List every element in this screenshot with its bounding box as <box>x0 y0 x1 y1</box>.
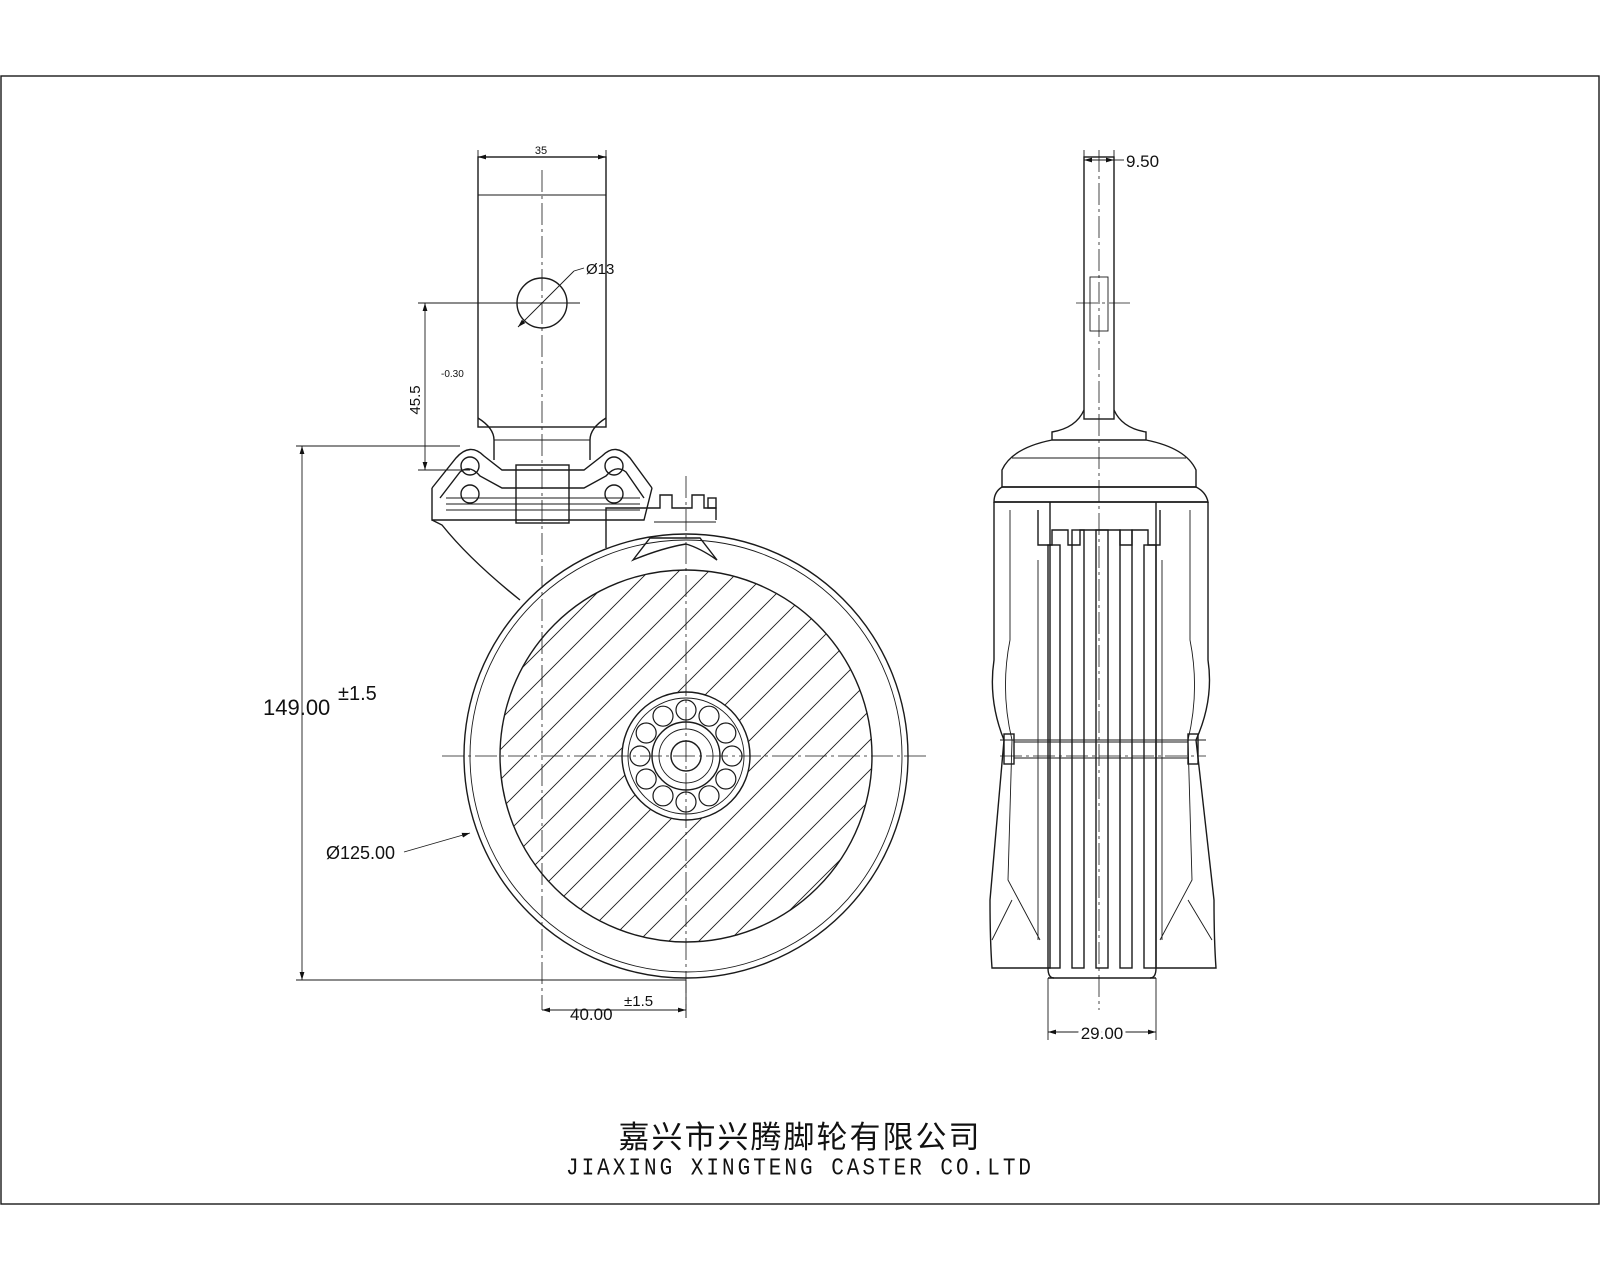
dim-wheel-diameter-label: Ø125.00 <box>326 843 395 863</box>
drawing-frame <box>0 75 1600 1205</box>
front-view: 35 Ø13 45.5 -0.30 149.00 ±1.5 Ø125.00 <box>263 145 930 1024</box>
side-fork <box>989 502 1217 969</box>
bearing-ball <box>698 705 720 727</box>
dim-stem-thickness-label: 9.50 <box>1126 152 1159 171</box>
dim-wheel-width: 29.00 <box>1047 978 1157 1046</box>
bearing-ball <box>715 768 737 790</box>
side-swivel-head <box>993 439 1209 503</box>
side-stem <box>1051 150 1147 1010</box>
dim-overall-height-label: 149.00 <box>263 695 330 720</box>
dim-offset-tolerance: ±1.5 <box>624 993 653 1010</box>
bearing-ball <box>635 722 657 744</box>
dim-hole-height-tolerance: -0.30 <box>441 369 464 380</box>
dim-stem-width: 35 <box>477 145 607 160</box>
dim-hole-diameter: Ø13 <box>517 261 614 328</box>
bearing-ball <box>698 785 720 807</box>
dim-stem-width-label: 35 <box>535 145 547 157</box>
bearing-ball <box>652 705 674 727</box>
dim-overall-height: 149.00 ±1.5 <box>263 445 686 981</box>
dim-overall-height-tolerance: ±1.5 <box>338 683 377 705</box>
bearing-balls <box>629 699 743 813</box>
wheel-hatching <box>500 570 872 942</box>
side-wheel <box>1037 510 1163 979</box>
wheel-front <box>463 533 909 979</box>
company-name-chinese: 嘉兴市兴腾脚轮有限公司 <box>618 1120 982 1156</box>
bearing-ball <box>715 722 737 744</box>
dim-offset: 40.00 ±1.5 <box>542 980 687 1024</box>
dim-hole-diameter-label: Ø13 <box>586 261 614 278</box>
dim-hole-height-label: 45.5 <box>407 385 424 414</box>
dim-offset-label: 40.00 <box>570 1005 613 1024</box>
side-view: 9.50 29.00 <box>989 150 1217 1046</box>
bearing-ball <box>635 768 657 790</box>
company-name-english: JIAXING XINGTENG CASTER CO.LTD <box>565 1156 1035 1183</box>
dim-wheel-diameter: Ø125.00 <box>326 832 471 863</box>
bearing-ball <box>652 785 674 807</box>
dim-wheel-width-label: 29.00 <box>1081 1024 1124 1043</box>
dim-stem-thickness: 9.50 <box>1083 150 1159 171</box>
dim-hole-height: 45.5 -0.30 <box>407 302 505 471</box>
swivel-head <box>431 448 718 601</box>
